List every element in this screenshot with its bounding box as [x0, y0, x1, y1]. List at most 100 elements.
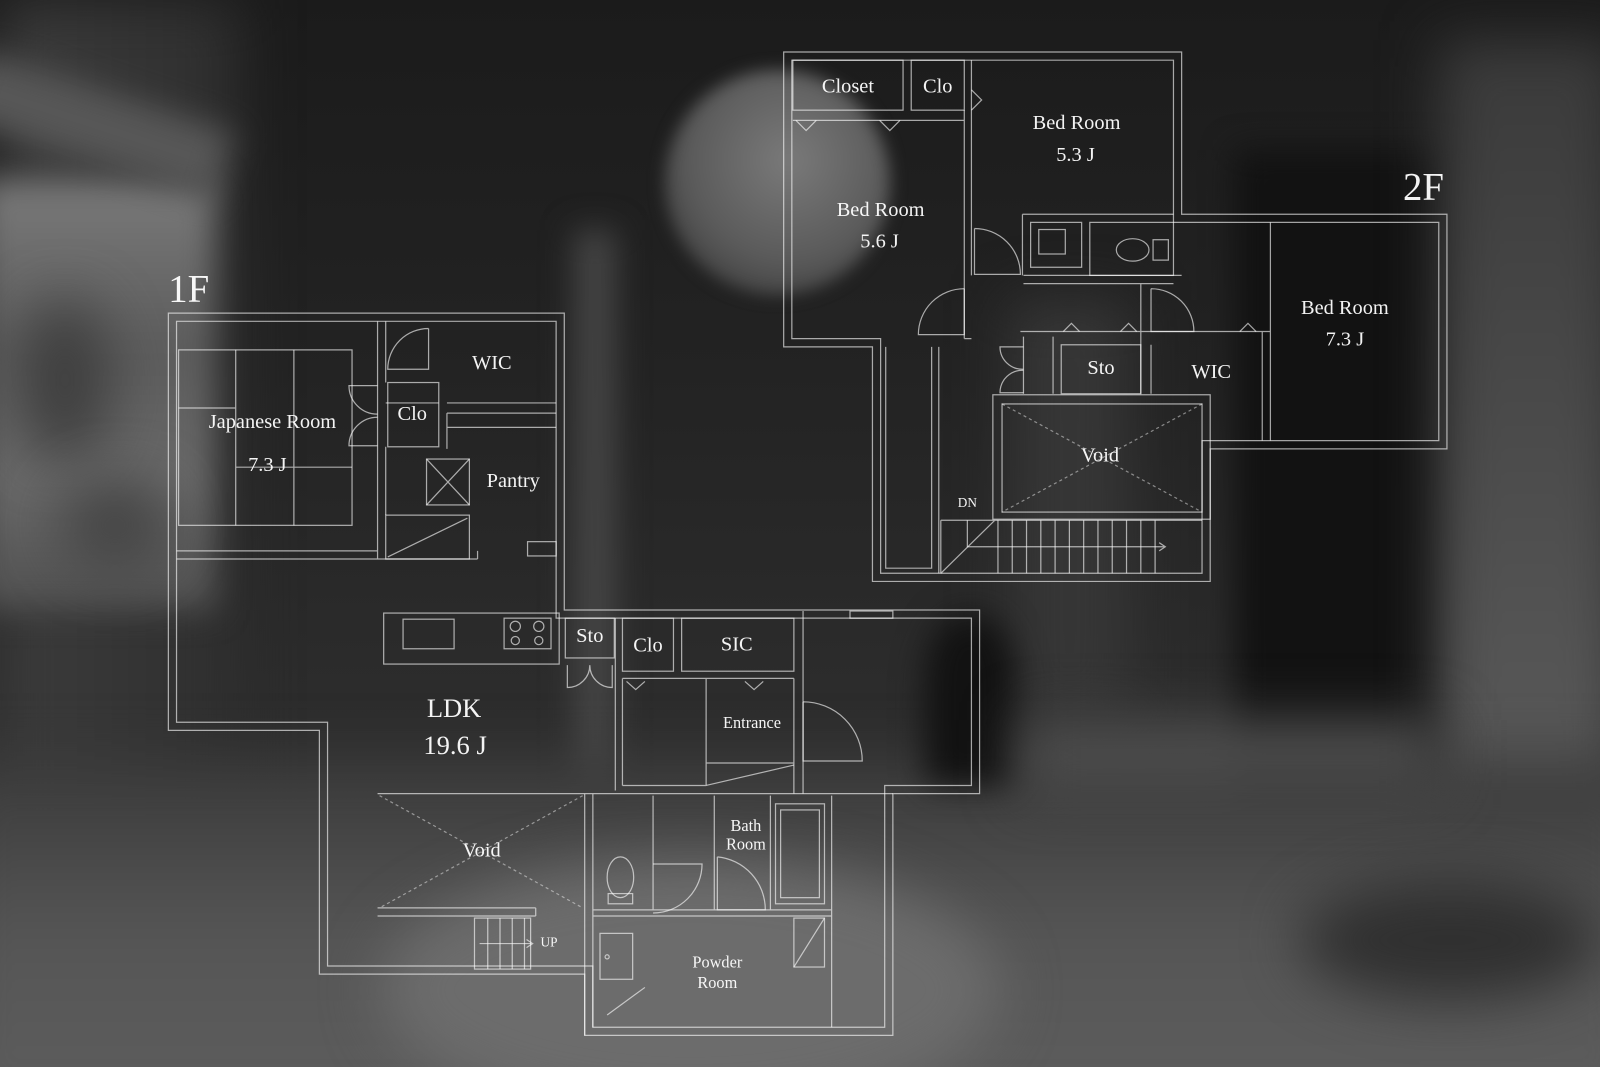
storage-2f-label: Sto	[1087, 357, 1114, 379]
ldk-name: LDK	[427, 693, 482, 723]
background-bench	[1020, 720, 1440, 790]
background-window-foliage	[60, 480, 170, 570]
bed-room-north-size: 5.3 J	[1056, 144, 1095, 166]
hall-walls-2f	[1020, 222, 1272, 441]
clo-2f	[910, 59, 965, 111]
cooktop-burner	[533, 620, 545, 633]
floor-1-outer-wall	[167, 312, 981, 1036]
bed-room-north-name: Bed Room	[1033, 112, 1121, 134]
stairs-2f-arrow	[966, 520, 1167, 552]
bath-door-swing	[716, 856, 766, 911]
powder-room-label-line1: Powder	[692, 953, 742, 972]
background-wall-panel	[1010, 300, 1130, 720]
cooktop-burner	[509, 620, 522, 633]
japanese-room-size: 7.3 J	[248, 454, 287, 476]
background-rug	[1300, 880, 1600, 1000]
plan-linework	[167, 51, 1448, 1036]
powder-room-label-line2: Room	[697, 973, 737, 992]
closet-door-marks	[626, 680, 764, 691]
bed-room-north-walls	[1021, 213, 1174, 276]
entrance-door-swing	[802, 701, 863, 762]
bed-room-west-walls	[792, 60, 973, 340]
bath-room-label-line2: Room	[726, 834, 766, 853]
bathtub	[774, 803, 826, 905]
japanese-room-wall	[176, 321, 479, 560]
japanese-room-closet-doors	[348, 384, 378, 447]
wet-area-walls	[584, 793, 893, 1036]
closet-2f	[792, 59, 904, 111]
closet-clo	[387, 381, 440, 448]
void-1f-cross	[379, 795, 583, 909]
storage-label: Sto	[576, 625, 603, 647]
toilet-bowl	[606, 856, 635, 899]
bed-room-east-size: 7.3 J	[1326, 328, 1365, 350]
corridor-2f	[885, 346, 940, 574]
kitchen-sink	[402, 618, 455, 650]
void-1f-wall	[377, 793, 585, 917]
toilet-door-swing	[653, 863, 703, 914]
entry-closet-label: Clo	[633, 634, 662, 656]
wic-2f-label: WIC	[1191, 361, 1231, 383]
japanese-room-name: Japanese Room	[209, 411, 337, 433]
void-2f-frame	[992, 394, 1211, 520]
toilet-room-2f	[1089, 221, 1175, 277]
background-wall-panel	[575, 230, 615, 790]
cooktop-burner	[510, 635, 520, 646]
stairs-down-label: DN	[958, 495, 978, 510]
pantry-outlet	[526, 541, 557, 557]
tatami-grid	[177, 349, 353, 526]
stairs-1f-arrow	[479, 938, 534, 949]
storage-doors	[566, 665, 613, 689]
bed-room-west-size: 5.6 J	[860, 230, 899, 252]
entrance-step	[705, 764, 795, 787]
pantry-label: Pantry	[487, 470, 541, 492]
washbasin-tap	[604, 954, 610, 960]
window-mark	[849, 610, 894, 619]
background-pendant-lamp	[665, 70, 890, 295]
toilet-2f	[1115, 238, 1150, 262]
wic-door-swing	[387, 327, 430, 370]
stairs-up-label: UP	[541, 935, 558, 950]
shoe-closet	[681, 617, 795, 672]
cooktop	[503, 617, 552, 650]
bath-room-label-line1: Bath	[731, 816, 762, 835]
powder-cabinet-diagonal	[793, 917, 826, 968]
ldk-size: 19.6 J	[423, 730, 486, 760]
hall-door-marks	[1062, 322, 1257, 332]
background-window-foliage	[20, 300, 110, 460]
powder-shelf	[606, 986, 646, 1016]
pantry-shelf	[425, 458, 470, 506]
bed-room-east-name: Bed Room	[1301, 297, 1389, 319]
washbasin	[599, 932, 634, 980]
cooktop-burner	[534, 635, 544, 646]
refrigerator	[385, 514, 470, 560]
wash-room-2f	[1030, 221, 1083, 268]
entrance-label: Entrance	[723, 713, 781, 732]
tatami-seams	[178, 349, 353, 526]
toilet-tank-2f	[1152, 239, 1169, 261]
floor-2-label: 2F	[1403, 166, 1444, 209]
refrigerator-diagonal	[387, 517, 468, 558]
storage-2f	[1060, 344, 1142, 395]
pantry-shelf-cross	[426, 458, 470, 506]
bed-room-north-door	[973, 227, 1022, 276]
bathtub-inner	[780, 809, 820, 899]
shoe-closet-label: SIC	[721, 633, 753, 655]
wic-2f-door	[1150, 288, 1195, 333]
background-floor-light	[380, 860, 1000, 1067]
kitchen-counter	[383, 612, 560, 665]
void-2f-label: Void	[1081, 445, 1119, 467]
wash-basin-2f	[1038, 228, 1066, 255]
hall-closet-doors	[999, 346, 1024, 394]
closet-label: Clo	[398, 403, 427, 425]
toilet-tank	[607, 892, 634, 905]
clo-2f-label: Clo	[923, 75, 952, 97]
storage-closet	[564, 617, 615, 659]
void-2f	[1001, 403, 1203, 513]
void-2f-cross	[1001, 403, 1203, 513]
bed-room-west-door	[917, 288, 965, 336]
pantry-wall	[446, 412, 557, 449]
wic-label: WIC	[472, 352, 512, 374]
